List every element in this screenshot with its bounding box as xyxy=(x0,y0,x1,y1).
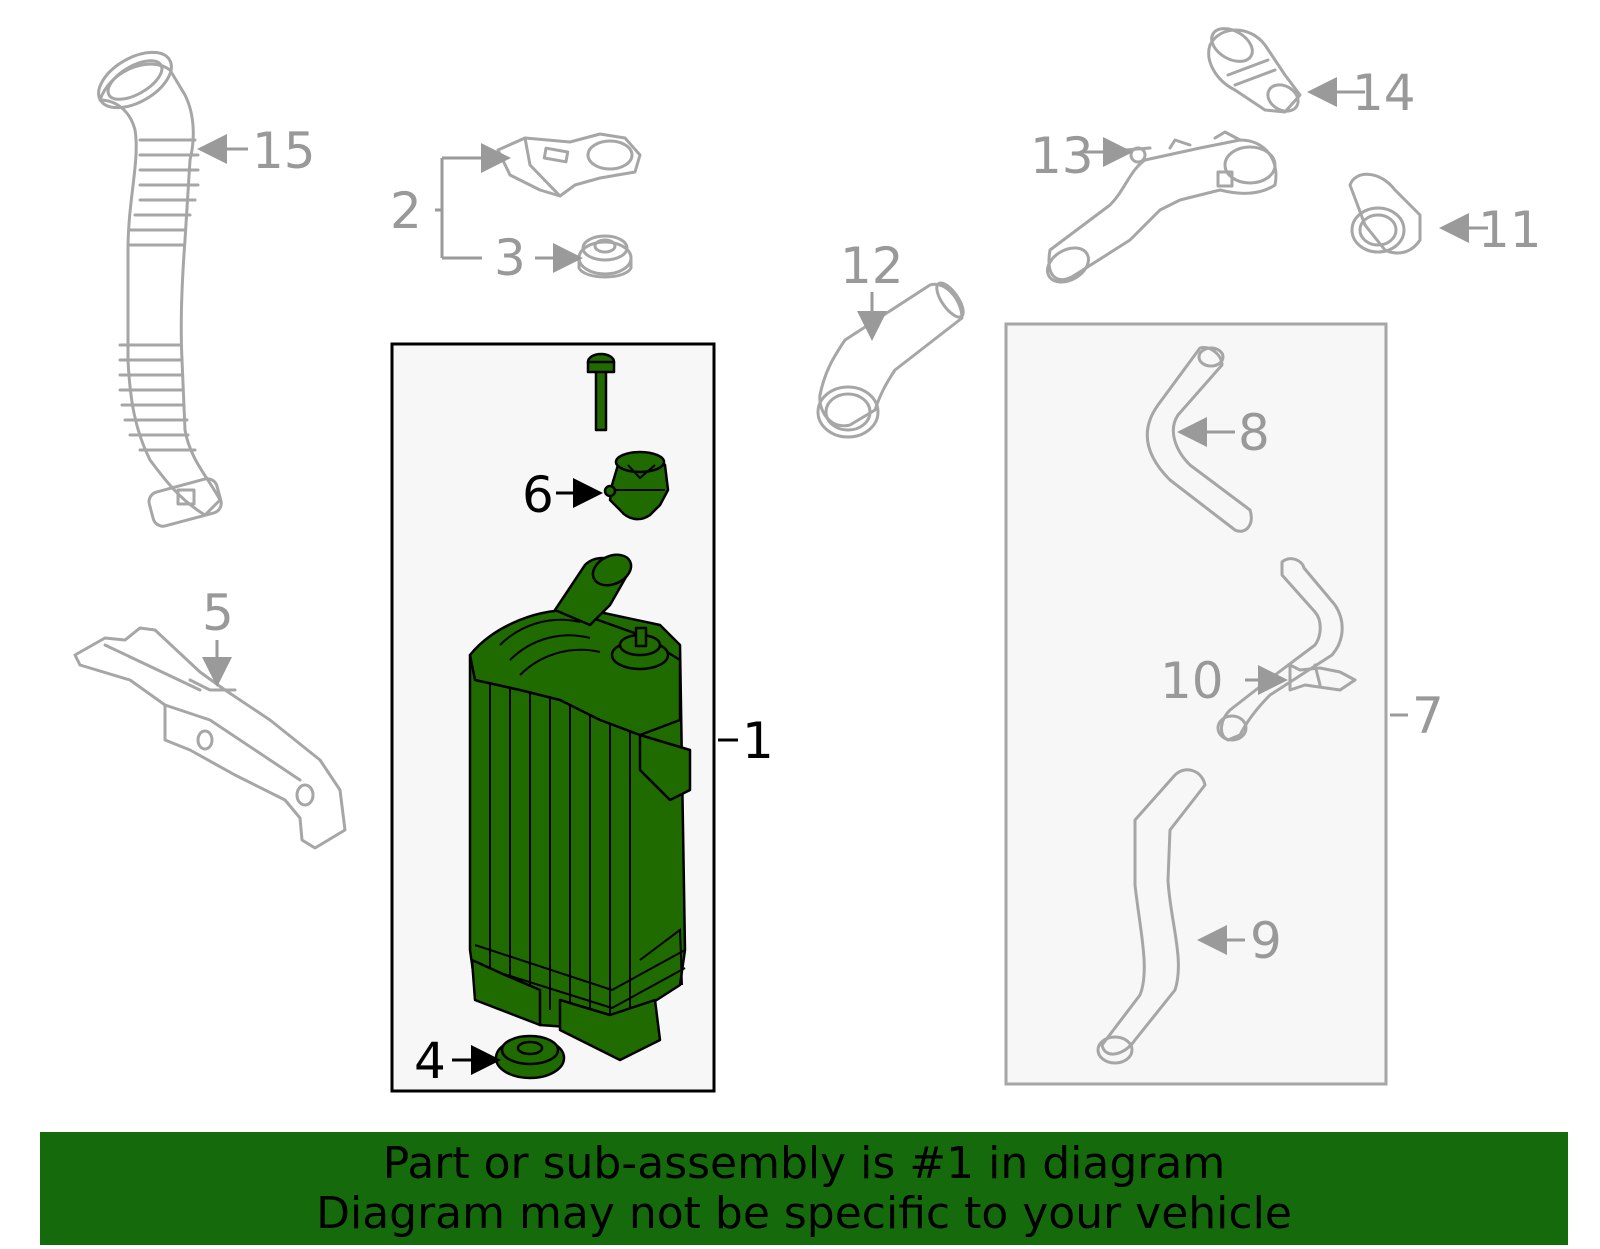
part-9-hose[interactable] xyxy=(1096,768,1207,1065)
callout-14: 14 xyxy=(1352,64,1416,122)
part-6-sensor[interactable] xyxy=(603,450,670,521)
callout-12: 12 xyxy=(840,237,904,295)
callout-10: 10 xyxy=(1160,652,1224,710)
banner-line-2: Diagram may not be specific to your vehi… xyxy=(316,1187,1292,1239)
callout-3: 3 xyxy=(494,229,526,287)
part-15-intake-hose[interactable] xyxy=(89,41,223,528)
callout-5: 5 xyxy=(202,584,234,642)
callout-2: 2 xyxy=(390,182,422,240)
part-8-hose[interactable] xyxy=(1145,345,1253,533)
callout-15: 15 xyxy=(252,122,316,180)
callout-11: 11 xyxy=(1478,201,1542,259)
part-2-bracket[interactable] xyxy=(496,132,642,198)
part-5-air-deflector[interactable] xyxy=(73,626,347,850)
callout-6: 6 xyxy=(522,466,554,524)
part-12-outlet-pipe[interactable] xyxy=(816,279,968,439)
part-3-grommet[interactable] xyxy=(577,234,633,279)
banner-line-1: Part or sub-assembly is #1 in diagram xyxy=(382,1137,1226,1189)
part-4-grommet[interactable] xyxy=(494,1034,566,1080)
part-14-coupler[interactable] xyxy=(1206,22,1303,117)
part-1-intercooler[interactable] xyxy=(468,352,692,1062)
callout-7: 7 xyxy=(1412,687,1444,745)
callout-13: 13 xyxy=(1030,127,1094,185)
part-7-group-box xyxy=(1004,322,1388,1086)
callout-8: 8 xyxy=(1238,404,1270,462)
callout-4: 4 xyxy=(414,1032,446,1090)
callout-9: 9 xyxy=(1250,912,1282,970)
leader-lines xyxy=(197,77,1488,1075)
callout-1: 1 xyxy=(742,712,774,770)
part-10-tube[interactable] xyxy=(1216,557,1357,742)
info-banner: Part or sub-assembly is #1 in diagram Di… xyxy=(40,1132,1568,1245)
part-11-coupler[interactable] xyxy=(1348,172,1422,255)
